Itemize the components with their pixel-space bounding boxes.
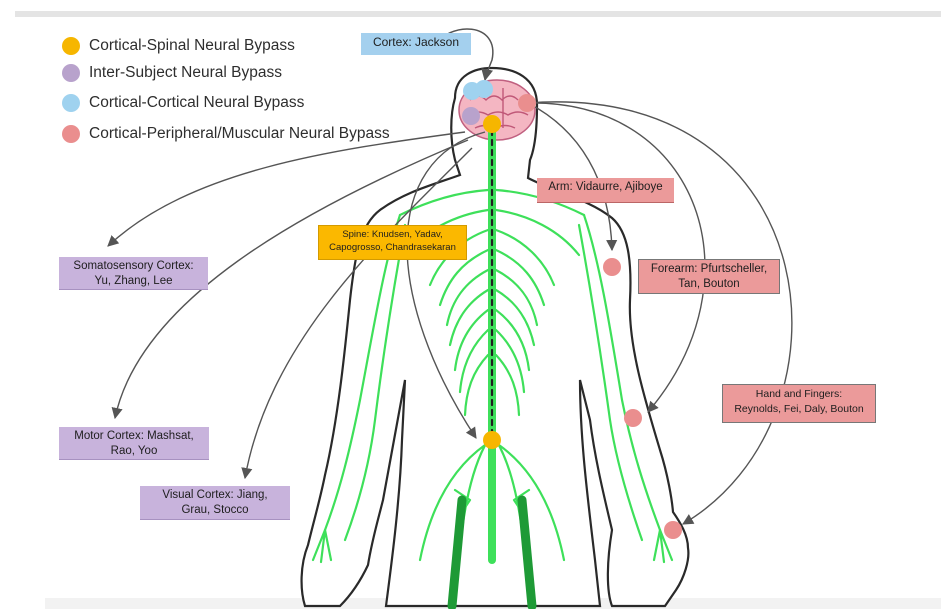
peripheral-dot-forearm [624, 409, 642, 427]
legend-item-cortical-peripheral: Cortical-Peripheral/Muscular Neural Bypa… [62, 125, 390, 143]
cortical-spinal-dot-spine [483, 431, 501, 449]
label-text: Capogrosso, Chandrasekaran [323, 241, 462, 254]
peripheral-dot-arm [603, 258, 621, 276]
cortical-cortical-dot-2 [475, 80, 493, 98]
label-visual-cortex: Visual Cortex: Jiang, Grau, Stocco [140, 486, 290, 520]
label-text: Forearm: Pfurtscheller, [643, 262, 775, 277]
label-text: Tan, Bouton [643, 277, 775, 292]
legend-dot-icon [62, 37, 80, 55]
label-text: Arm: Vidaurre, Ajiboye [541, 180, 670, 195]
label-text: Spine: Knudsen, Yadav, [323, 228, 462, 241]
label-cortex: Cortex: Jackson [361, 33, 471, 55]
label-text: Yu, Zhang, Lee [63, 274, 204, 289]
legend-label: Cortical-Cortical Neural Bypass [89, 94, 304, 112]
label-text: Visual Cortex: Jiang, [144, 488, 286, 503]
legend-dot-icon [62, 64, 80, 82]
legend-item-cortical-cortical: Cortical-Cortical Neural Bypass [62, 94, 304, 112]
label-text: Motor Cortex: Mashsat, [63, 429, 205, 444]
label-text: Reynolds, Fei, Daly, Bouton [727, 402, 871, 417]
legend-item-inter-subject: Inter-Subject Neural Bypass [62, 64, 282, 82]
legend-dot-icon [62, 125, 80, 143]
legend-label: Cortical-Spinal Neural Bypass [89, 37, 295, 55]
inter-subject-dot [462, 107, 480, 125]
label-hand-and-fingers: Hand and Fingers: Reynolds, Fei, Daly, B… [722, 384, 876, 423]
label-motor-cortex: Motor Cortex: Mashsat, Rao, Yoo [59, 427, 209, 460]
label-text: Somatosensory Cortex: [63, 259, 204, 274]
legend-item-cortical-spinal: Cortical-Spinal Neural Bypass [62, 37, 295, 55]
label-text: Rao, Yoo [63, 444, 205, 459]
label-text: Grau, Stocco [144, 503, 286, 518]
legend-label: Cortical-Peripheral/Muscular Neural Bypa… [89, 125, 390, 143]
legend-label: Inter-Subject Neural Bypass [89, 64, 282, 82]
peripheral-dot-brain [518, 94, 536, 112]
label-forearm: Forearm: Pfurtscheller, Tan, Bouton [638, 259, 780, 294]
label-spine: Spine: Knudsen, Yadav, Capogrosso, Chand… [318, 225, 467, 260]
legend-dot-icon [62, 94, 80, 112]
cortical-spinal-dot-brain [483, 115, 501, 133]
label-text: Hand and Fingers: [727, 387, 871, 402]
label-arm: Arm: Vidaurre, Ajiboye [537, 178, 674, 203]
label-text: Cortex: Jackson [365, 35, 467, 50]
peripheral-dot-hand [664, 521, 682, 539]
label-somatosensory-cortex: Somatosensory Cortex: Yu, Zhang, Lee [59, 257, 208, 290]
